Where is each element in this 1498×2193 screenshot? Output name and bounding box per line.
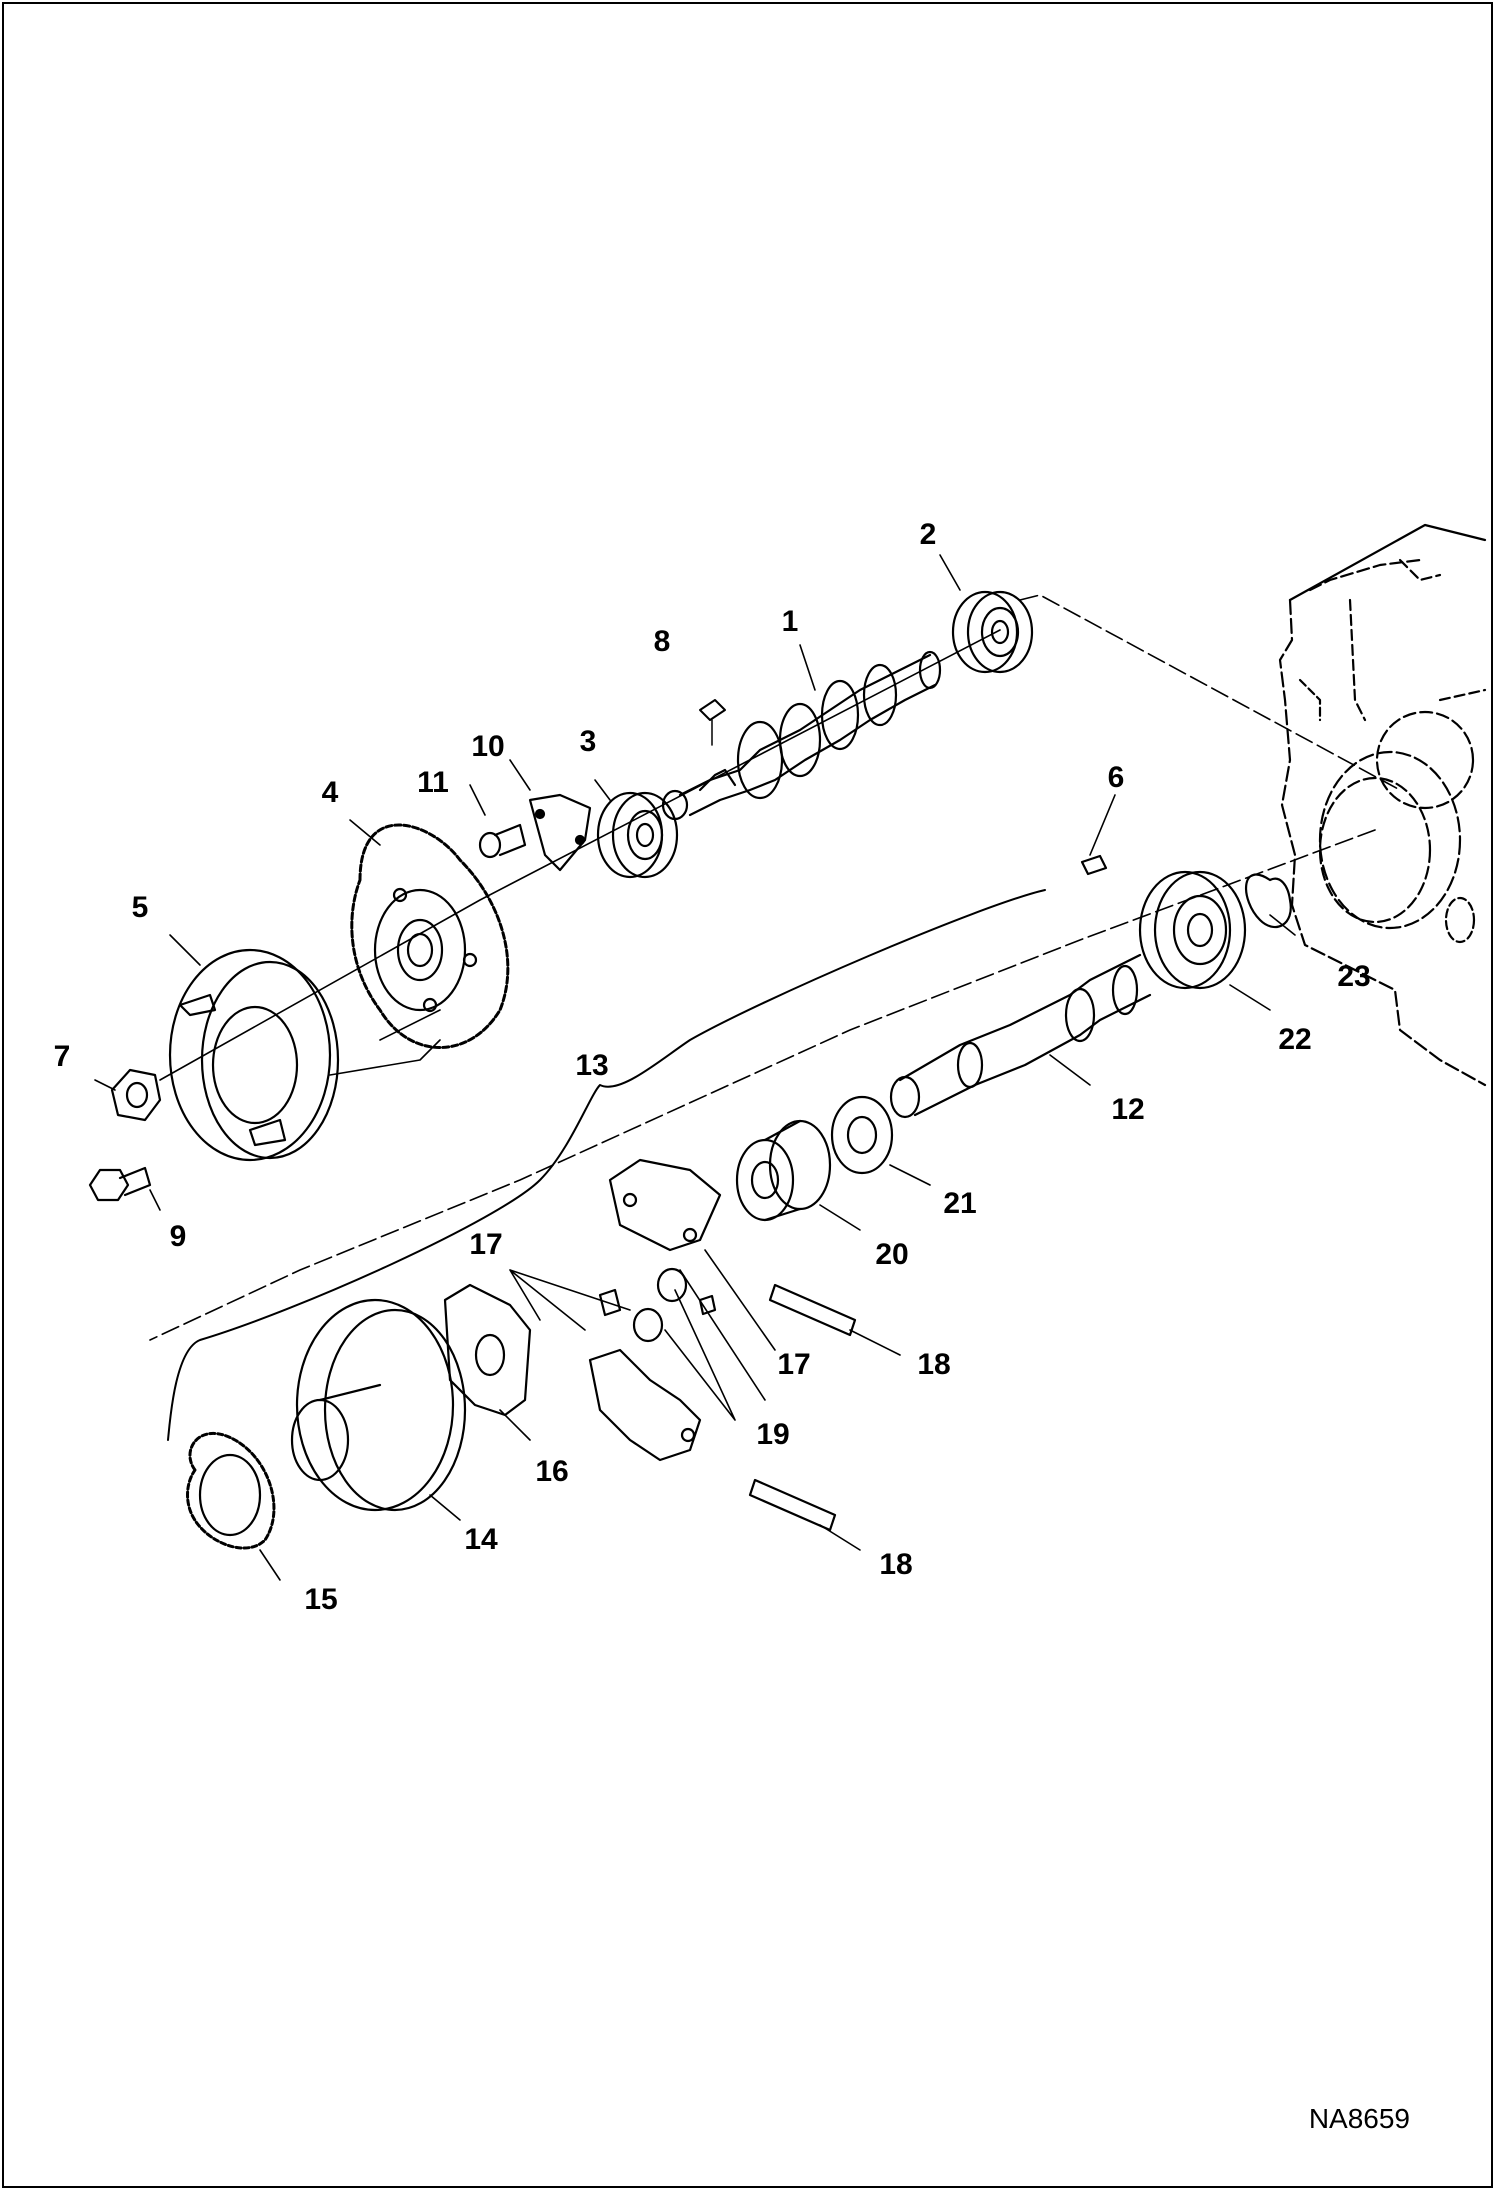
callout-23: 23: [1337, 960, 1371, 993]
callout-3: 3: [579, 725, 597, 758]
part-18-pin-lower: [748, 1478, 837, 1532]
callout-6: 6: [1107, 761, 1125, 794]
callout-17a: 17: [469, 1228, 503, 1261]
part-21-washer: [830, 1095, 894, 1175]
part-20-sleeve: [735, 1119, 832, 1222]
part-2-bearing: [951, 590, 1034, 674]
callout-14: 14: [464, 1523, 498, 1556]
part-14-cup: [290, 1298, 467, 1512]
part-1-camshaft: [661, 650, 942, 821]
callout-9: 9: [169, 1220, 187, 1253]
part-17-flyweight-lower: [588, 1348, 702, 1462]
callout-12: 12: [1111, 1093, 1145, 1126]
assembly-axis-lines: [149, 594, 1401, 1341]
part-18-pin-upper: [768, 1283, 857, 1337]
callout-15: 15: [304, 1583, 338, 1616]
callout-5: 5: [131, 891, 149, 924]
part-3-bearing: [596, 791, 679, 879]
part-23-snap-ring: [1244, 873, 1292, 929]
callout-11: 11: [417, 766, 449, 799]
callout-10: 10: [471, 730, 505, 763]
part-15-gear: [186, 1432, 276, 1550]
part-19-rollers: [598, 1267, 717, 1343]
callout-20: 20: [875, 1238, 909, 1271]
part-6-set-screw: [1080, 854, 1108, 876]
part-8-key: [699, 699, 726, 721]
callout-16: 16: [535, 1455, 569, 1488]
part-12-shaft: [889, 953, 1152, 1119]
drawing-id: NA8659: [1308, 2103, 1410, 2134]
engine-block: [1278, 523, 1487, 1087]
callout-18b: 18: [879, 1548, 913, 1581]
leader-lines: [94, 554, 1296, 1581]
callout-4: 4: [321, 776, 339, 809]
part-22-bearing: [1138, 870, 1247, 990]
callout-17b: 17: [777, 1348, 811, 1381]
callout-22: 22: [1278, 1023, 1312, 1056]
part-17-flyweight: [608, 1158, 722, 1252]
part-16-holder: [443, 1283, 532, 1417]
part-7-nut: [110, 1068, 162, 1122]
callout-19: 19: [756, 1418, 790, 1451]
callout-1: 1: [781, 605, 799, 638]
part-11-bolt: [478, 823, 527, 859]
callout-8: 8: [653, 625, 671, 658]
callout-13: 13: [575, 1049, 609, 1082]
part-5-flange: [168, 948, 340, 1162]
callout-2: 2: [919, 518, 937, 551]
callout-18a: 18: [917, 1348, 951, 1381]
callout-7: 7: [53, 1040, 71, 1073]
callout-21: 21: [943, 1187, 977, 1220]
part-4-gear: [350, 823, 510, 1049]
part-9-bolt: [88, 1166, 152, 1202]
assembly-bracket-13: [167, 889, 1046, 1441]
